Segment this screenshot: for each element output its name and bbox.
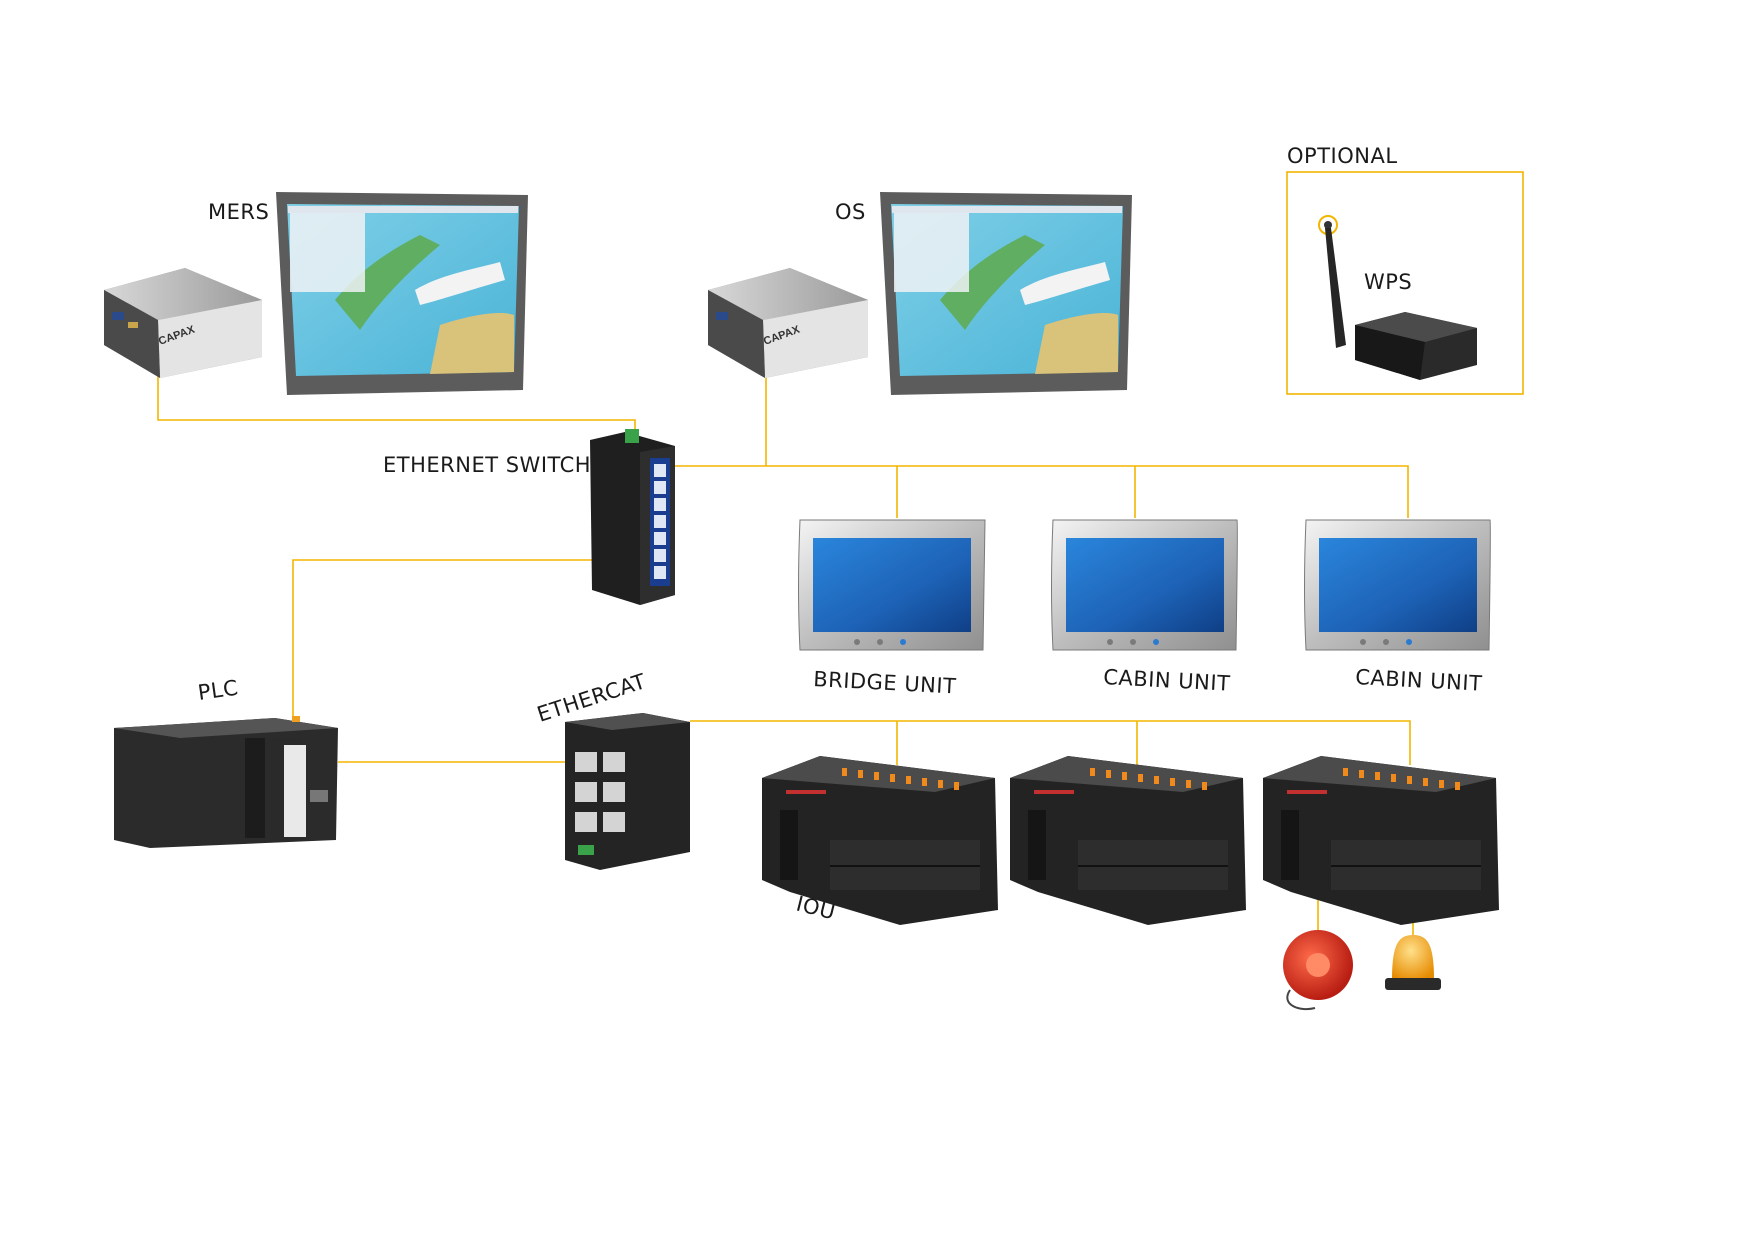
alarm-bell bbox=[1283, 930, 1353, 1010]
iou-module-1 bbox=[762, 756, 998, 925]
os-computer bbox=[708, 268, 868, 378]
io-module-icon bbox=[762, 756, 998, 925]
mers-label: MERS bbox=[208, 200, 269, 224]
io-module-icon bbox=[1010, 756, 1246, 925]
io-module-icon bbox=[1263, 756, 1499, 925]
ethercat-coupler bbox=[565, 713, 690, 870]
alarm-bell-icon bbox=[1283, 930, 1353, 1010]
optional-label: OPTIONAL bbox=[1287, 144, 1398, 168]
touch-panel-icon bbox=[1304, 519, 1491, 651]
cabin-unit-2-label: CABIN UNIT bbox=[1355, 665, 1483, 696]
optional-box bbox=[1286, 171, 1524, 395]
wire-switch-plc bbox=[292, 559, 592, 718]
cabin-unit-2-panel bbox=[1304, 519, 1491, 651]
touch-panel-icon bbox=[1051, 519, 1238, 651]
plc bbox=[114, 716, 338, 848]
bridge-unit-label: BRIDGE UNIT bbox=[813, 667, 957, 698]
beacon-light bbox=[1385, 935, 1441, 990]
wire-switch-bus bbox=[675, 465, 1409, 518]
plc-label: PLC bbox=[196, 676, 239, 705]
iou-module-3 bbox=[1263, 756, 1499, 925]
os-label: OS bbox=[835, 200, 866, 224]
wps-label: WPS bbox=[1364, 270, 1412, 294]
ethercat-coupler-icon bbox=[565, 713, 690, 870]
ethernet-switch-label: ETHERNET SWITCH bbox=[383, 453, 591, 477]
cabin-unit-1-panel bbox=[1051, 519, 1238, 651]
mers-monitor bbox=[276, 192, 528, 395]
iou-module-2 bbox=[1010, 756, 1246, 925]
bridge-unit-panel bbox=[798, 519, 986, 651]
mers-computer bbox=[104, 268, 262, 378]
ethernet-switch-icon bbox=[590, 429, 675, 605]
ethernet-switch bbox=[590, 429, 675, 605]
os-monitor bbox=[880, 192, 1132, 395]
beacon-light-icon bbox=[1385, 935, 1441, 990]
touch-panel-icon bbox=[798, 519, 986, 651]
wireless-antenna-icon bbox=[1318, 215, 1346, 348]
wire-ethercat-bus bbox=[690, 720, 1411, 765]
plc-icon bbox=[114, 716, 338, 848]
cabin-unit-1-label: CABIN UNIT bbox=[1103, 665, 1231, 696]
wps-device bbox=[1318, 215, 1477, 380]
